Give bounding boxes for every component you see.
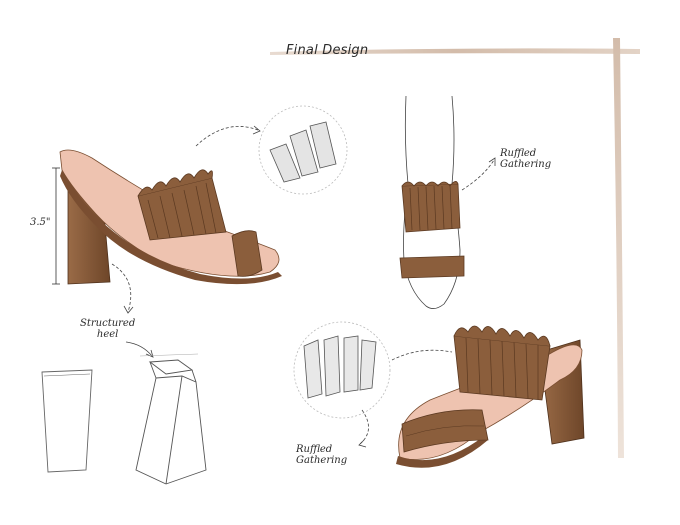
heel-block-sketch [135, 353, 207, 485]
heel-flat-sketch [41, 369, 93, 473]
arrow-heel-label [111, 263, 132, 313]
sandal-side-view [59, 149, 282, 285]
page-title: Final Design [286, 43, 369, 58]
frame-brush-lines [270, 38, 640, 458]
arrow-to-ruffle-detail [195, 126, 259, 147]
arrow-ruffle-label-bottom [359, 409, 369, 445]
sandal-front-view [399, 95, 465, 309]
arrow-ruffle-label-top [461, 159, 495, 191]
arrow-to-bottom-sandal [391, 349, 453, 361]
ruffle-detail-circle-top [258, 105, 348, 195]
ruffle-detail-circle-bottom [293, 321, 391, 419]
ruffled-gathering-label-bottom: Ruffled Gathering [296, 444, 348, 466]
sandal-three-quarter-view [396, 325, 585, 468]
heel-height-dimension [52, 167, 60, 285]
arrow-heel-sketch [125, 341, 153, 357]
heel-height-label: 3.5" [30, 217, 51, 228]
structured-heel-label: Structured heel [80, 318, 136, 340]
ruffled-gathering-label-top: Ruffled Gathering [500, 148, 552, 170]
